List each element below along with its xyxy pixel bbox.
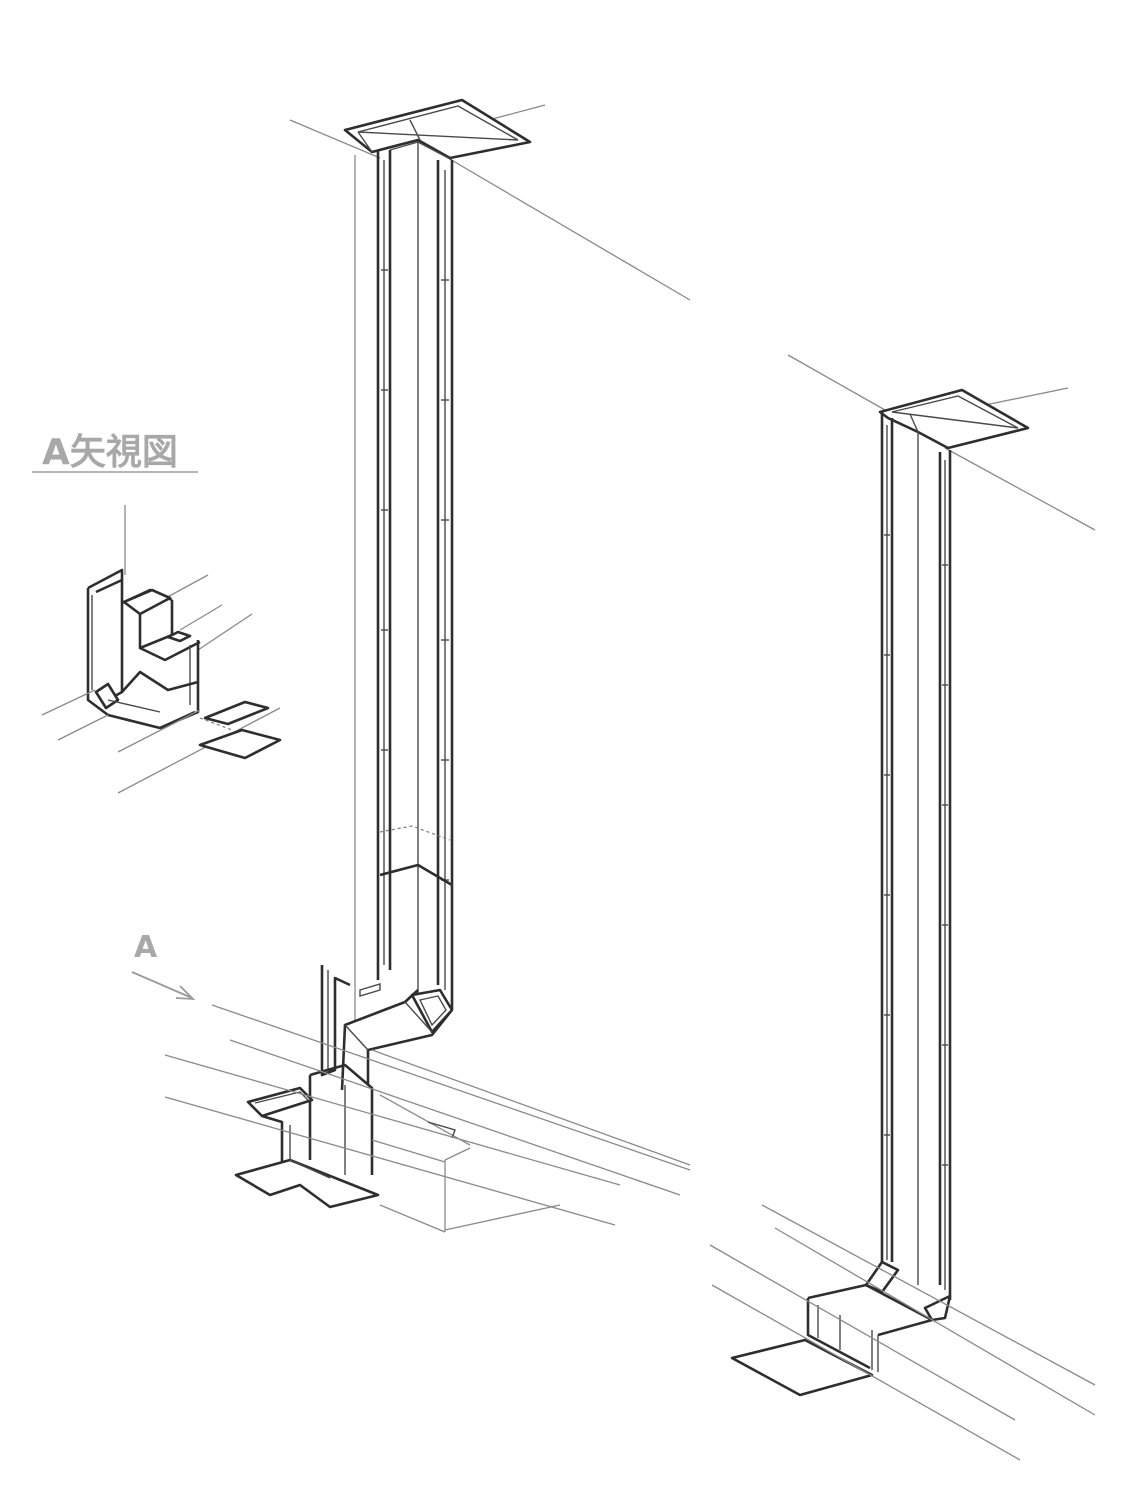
right-riser-duct (709, 354, 1096, 1461)
arrow-head-icon (175, 985, 196, 1001)
view-arrow-label: A (134, 930, 158, 965)
arrow-shaft (131, 971, 193, 999)
view-arrow: A (131, 930, 196, 1001)
view-a-detail (32, 471, 282, 794)
left-riser-duct (164, 98, 691, 1233)
view-title: A矢視図 (42, 432, 178, 473)
